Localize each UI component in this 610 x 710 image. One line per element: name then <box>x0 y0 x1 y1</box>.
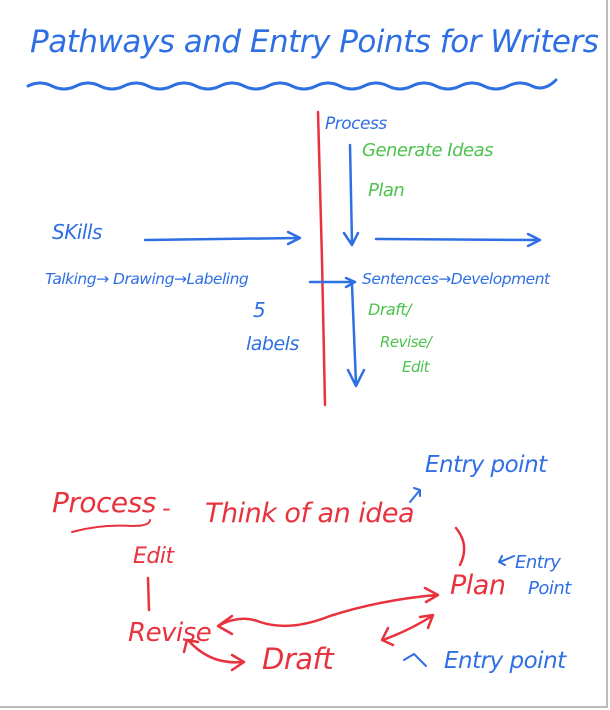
skills-arrow-left <box>143 230 302 246</box>
skills-path-right: Sentences→Development <box>362 270 550 288</box>
cycle-heading-dash: - <box>162 494 171 522</box>
edit-step: Edit <box>402 358 430 376</box>
labels-count: 5 <box>253 298 266 322</box>
cycle-step-idea: Think of an idea <box>205 498 415 529</box>
cycle-step-revise: Revise <box>128 618 212 648</box>
skills-axis-label: SKills <box>52 220 102 244</box>
cycle-step-plan: Plan <box>450 570 506 601</box>
process-step-plan: Plan <box>368 180 405 201</box>
idea-to-plan-curve <box>454 526 466 567</box>
entry-draft-pointer <box>403 653 427 667</box>
plan-revise-arrow <box>216 586 440 636</box>
skills-path-left: Talking→ Drawing→Labeling <box>45 270 249 288</box>
draft-down-arrow <box>346 283 366 388</box>
entry-point-plan-line2: Point <box>528 578 571 599</box>
labels-word: labels <box>246 333 299 355</box>
entry-point-draft: Entry point <box>444 648 566 674</box>
title-wavy-underline <box>26 78 558 91</box>
entry-plan-pointer <box>498 555 515 566</box>
revise-draft-arrow <box>182 638 246 672</box>
labeling-connector-arrow <box>308 276 357 289</box>
vertical-axis-line <box>316 110 327 407</box>
entry-point-plan-line1: Entry <box>515 552 561 573</box>
edit-revise-line <box>146 576 151 612</box>
process-step-generate-ideas: Generate Ideas <box>362 140 494 161</box>
cycle-heading: Process <box>52 486 156 519</box>
plan-draft-arrow <box>380 613 435 647</box>
draft-step: Draft/ <box>368 300 412 319</box>
entry-point-idea: Entry point <box>425 452 547 478</box>
skills-arrow-right <box>374 232 542 248</box>
process-underline <box>71 519 151 533</box>
entry-idea-pointer <box>409 487 421 503</box>
process-down-arrow <box>342 143 360 247</box>
page-title: Pathways and Entry Points for Writers <box>30 24 599 60</box>
process-axis-label: Process <box>325 114 387 134</box>
cycle-step-draft: Draft <box>262 642 334 676</box>
revise-step: Revise/ <box>380 333 432 351</box>
cycle-step-edit: Edit <box>133 544 174 569</box>
